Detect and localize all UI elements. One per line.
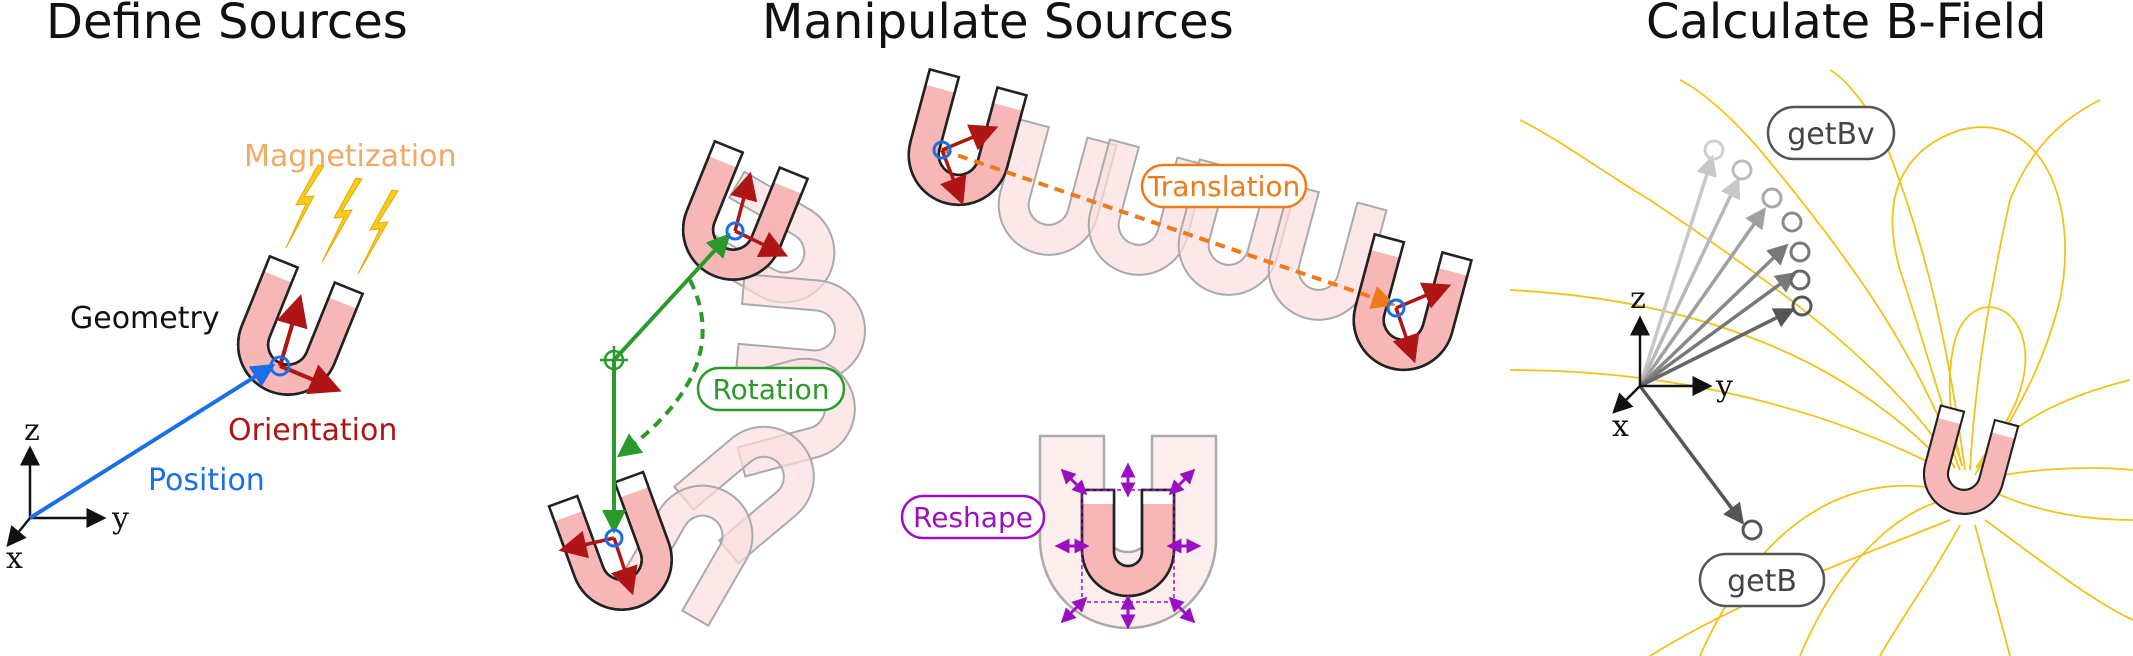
rotation-arc [616, 279, 705, 458]
translation-arrow [941, 148, 1396, 309]
axis-x-label: x [6, 541, 23, 576]
title-define-sources: Define Sources [46, 0, 408, 50]
label-getb: getB [1727, 564, 1797, 599]
label-position: Position [148, 463, 265, 498]
title-manipulate-sources: Manipulate Sources [762, 0, 1234, 50]
origin-marker [269, 355, 291, 377]
observer-circles [1703, 139, 1813, 541]
label-magnetization: Magnetization [244, 139, 456, 174]
rot-top-origin [725, 221, 745, 241]
magnet-geometry [221, 255, 364, 411]
label-getbv: getBv [1787, 117, 1875, 152]
orientation-arrow-up [276, 294, 308, 367]
reshape-badge [900, 494, 1046, 540]
axis-z-label-2: z [1630, 281, 1646, 316]
getbv-badge [1766, 105, 1896, 161]
rotation-arm-top [612, 233, 731, 362]
rotation-center-icon [600, 346, 628, 374]
rot-bottom-origin [604, 528, 624, 548]
trans-end-origin [1386, 298, 1406, 318]
define-panel: z y x Magnetization Geometry Orientation… [6, 139, 456, 576]
label-geometry: Geometry [70, 301, 220, 336]
translation-badge [1140, 163, 1308, 209]
axis-x-label-2: x [1612, 409, 1629, 444]
rotation-badge [696, 366, 846, 412]
label-orientation: Orientation [228, 413, 397, 448]
reshape-outline-large [1038, 434, 1218, 630]
axes-define [6, 445, 107, 547]
manipulate-panel: Rotation Translation [547, 68, 1473, 630]
position-arrow [28, 363, 276, 520]
reshape-handles [1054, 462, 1202, 630]
label-reshape: Reshape [913, 501, 1033, 534]
rot-top-orient-1 [730, 171, 758, 232]
trans-start-origin [932, 140, 952, 160]
trans-start-orient-1 [941, 124, 999, 152]
translation-ghost-magnets [986, 118, 1388, 333]
label-translation: Translation [1147, 170, 1301, 203]
calculate-panel: z y x getBv getB [1509, 69, 2133, 656]
lightning-icon [285, 164, 399, 275]
label-rotation: Rotation [712, 373, 829, 406]
title-calculate-b-field: Calculate B-Field [1646, 0, 2047, 50]
field-lines [1509, 69, 2133, 656]
axis-y-label: y [111, 501, 129, 536]
axis-z-label: z [24, 413, 40, 448]
axis-y-label-2: y [1715, 369, 1733, 404]
bv-vectors [1638, 154, 1797, 525]
axes-calculate [1612, 315, 1713, 414]
getb-badge [1698, 552, 1826, 608]
